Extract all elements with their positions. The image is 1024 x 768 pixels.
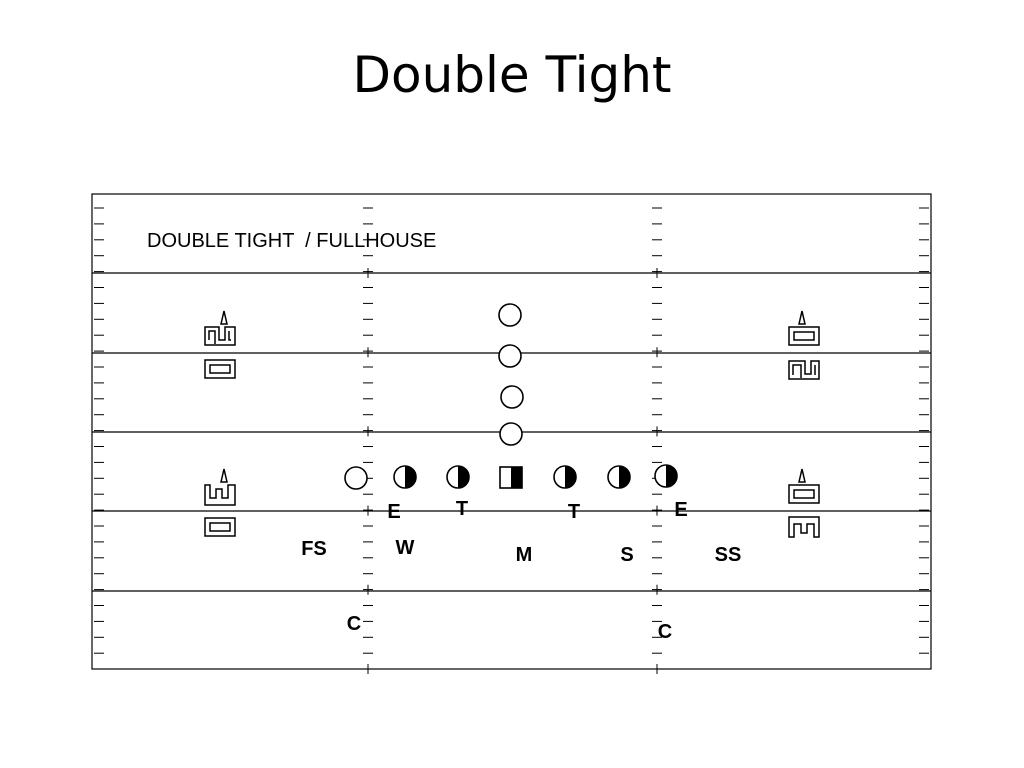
defense-label-strong-safety: SS (715, 544, 742, 566)
half-filled-circle-icon (393, 465, 417, 489)
receiver-icon-upper-left (204, 310, 236, 379)
center-half-filled-square-icon (499, 466, 523, 489)
half-filled-circle-icon (553, 465, 577, 489)
slide-title: Double Tight (352, 46, 672, 104)
defense-label-left-tackle: T (456, 498, 468, 520)
defense-label-left-corner: C (347, 613, 361, 635)
backfield-player-icon (498, 303, 522, 327)
defense-label-sam: S (620, 544, 633, 566)
hash-marks (94, 207, 929, 674)
half-filled-circle-icon (654, 464, 678, 488)
defense-label-mike: M (516, 544, 533, 566)
half-filled-circle-icon (446, 465, 470, 489)
half-filled-circle-icon (607, 465, 631, 489)
backfield-player-icon (499, 422, 523, 446)
formation-label: DOUBLE TIGHT / FULLHOUSE (147, 230, 436, 252)
defense-label-right-end: E (674, 499, 687, 521)
receiver-icon-upper-right (788, 310, 820, 380)
defense-label-free-safety: FS (301, 538, 327, 560)
offensive-player-icon (344, 466, 368, 490)
defense-label-will: W (396, 537, 415, 559)
receiver-icon-lower-left (204, 468, 236, 537)
backfield-player-icon (500, 385, 524, 409)
defense-label-right-tackle: T (568, 501, 580, 523)
receiver-icon-lower-right (788, 468, 820, 538)
backfield-player-icon (498, 344, 522, 368)
defense-label-left-end: E (387, 501, 400, 523)
defense-label-right-corner: C (658, 621, 672, 643)
